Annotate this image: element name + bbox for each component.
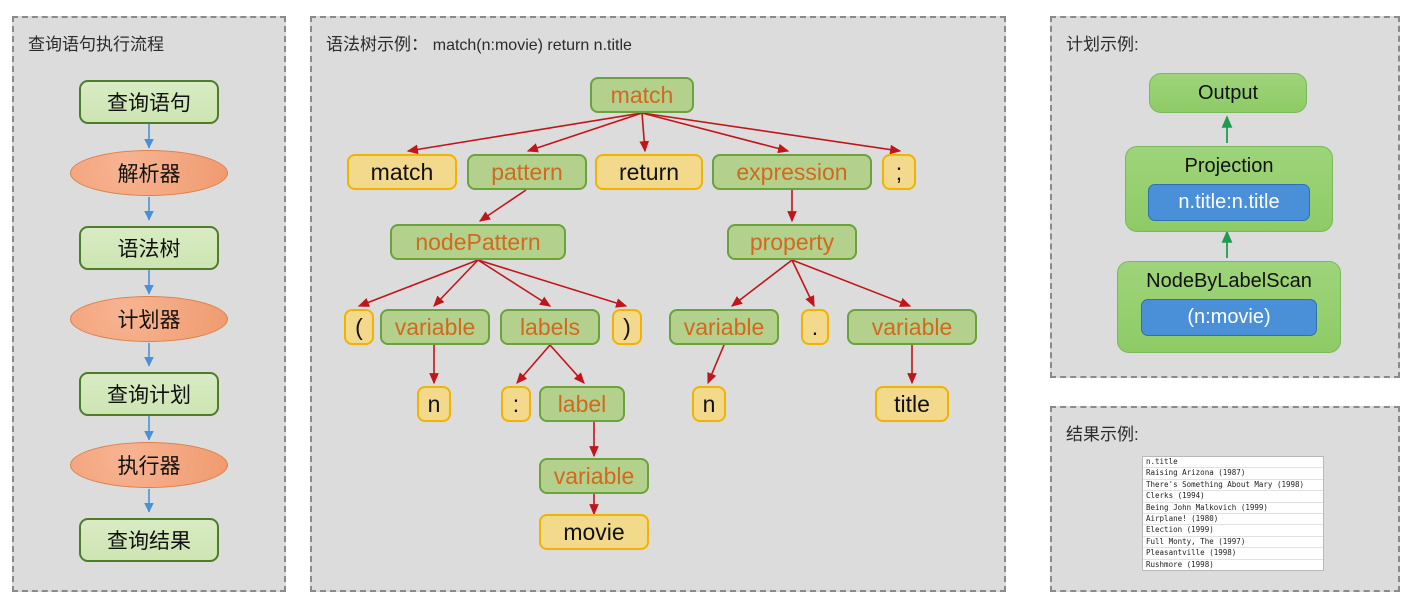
- tree-node-label: ;: [895, 158, 903, 185]
- tree-node-label: movie: [563, 518, 625, 545]
- result-row: Election (1999): [1143, 525, 1323, 537]
- flow-node-label: 查询语句: [107, 92, 191, 115]
- panel-plan-title: 计划示例:: [1066, 35, 1139, 54]
- tree-node-label: match: [610, 81, 674, 108]
- panel-tree-title-label: 语法树示例：: [326, 35, 428, 54]
- tree-node-expression[interactable]: expression: [712, 154, 872, 190]
- tree-node-label: nodePattern: [415, 228, 541, 255]
- flow-node-query-result[interactable]: 查询结果: [79, 518, 219, 562]
- tree-node-label: n: [702, 390, 716, 417]
- flow-node-label: 语法树: [117, 238, 181, 261]
- tree-node-property[interactable]: property: [727, 224, 857, 260]
- panel-flow-title: 查询语句执行流程: [28, 35, 164, 54]
- plan-node-title: NodeByLabelScan: [1146, 270, 1312, 292]
- flow-node-planner[interactable]: 计划器: [70, 296, 228, 342]
- plan-node-title: Projection: [1184, 155, 1274, 177]
- tree-node-label: labels: [519, 313, 581, 340]
- flow-node-query-plan[interactable]: 查询计划: [79, 372, 219, 416]
- result-row: There's Something About Mary (1998): [1143, 480, 1323, 492]
- tree-node-variable-1[interactable]: variable: [380, 309, 490, 345]
- panel-query-flow: 查询语句执行流程 查询语句 解析器 语法树 计划器 查询计划 执行器 查询结果: [12, 16, 286, 592]
- tree-node-variable-3[interactable]: variable: [847, 309, 977, 345]
- tree-node-label: variable: [553, 462, 635, 489]
- tree-node-label: n: [427, 390, 441, 417]
- tree-node-dot[interactable]: .: [801, 309, 829, 345]
- result-row: Pleasantville (1998): [1143, 548, 1323, 560]
- result-column-header: n.title: [1143, 457, 1323, 469]
- result-row: Rushmore (1998): [1146, 559, 1214, 569]
- tree-node-label: return: [618, 158, 680, 185]
- tree-node-label-nt[interactable]: label: [539, 386, 625, 422]
- tree-node-label: property: [749, 228, 835, 255]
- result-row: Raising Arizona (1987): [1143, 468, 1323, 480]
- flow-node-label: 计划器: [117, 309, 181, 332]
- tree-node-lparen[interactable]: (: [344, 309, 374, 345]
- tree-node-colon[interactable]: :: [501, 386, 531, 422]
- result-row: Being John Malkovich (1999): [1143, 503, 1323, 514]
- tree-node-rparen[interactable]: ): [612, 309, 642, 345]
- tree-node-label: title: [894, 390, 930, 417]
- result-row: Airplane! (1980): [1143, 514, 1323, 526]
- tree-node-label: variable: [871, 313, 953, 340]
- tree-node-movie[interactable]: movie: [539, 514, 649, 550]
- tree-node-pattern[interactable]: pattern: [467, 154, 587, 190]
- panel-tree-title: 语法树示例： match(n:movie) return n.title: [326, 30, 632, 55]
- panel-tree-title-query: match(n:movie) return n.title: [432, 37, 632, 54]
- tree-node-variable-2[interactable]: variable: [669, 309, 779, 345]
- tree-node-label: expression: [736, 158, 848, 185]
- tree-node-label: :: [512, 390, 520, 417]
- tree-node-semicolon[interactable]: ;: [882, 154, 916, 190]
- flow-node-label: 查询计划: [107, 384, 191, 407]
- tree-node-label: .: [811, 313, 819, 340]
- result-row: Full Monty, The (1997): [1143, 537, 1323, 549]
- flow-node-parser[interactable]: 解析器: [70, 150, 228, 196]
- tree-node-n-1[interactable]: n: [417, 386, 451, 422]
- tree-node-label: (: [355, 313, 363, 340]
- flow-node-executor[interactable]: 执行器: [70, 442, 228, 488]
- tree-node-root-match[interactable]: match: [590, 77, 694, 113]
- panel-syntax-tree: 语法树示例： match(n:movie) return n.title: [310, 16, 1006, 592]
- tree-node-label: label: [557, 390, 607, 417]
- plan-node-projection[interactable]: Projection n.title:n.title: [1125, 146, 1333, 232]
- plan-node-chip[interactable]: (n:movie): [1141, 299, 1317, 336]
- plan-node-title: Output: [1197, 82, 1259, 104]
- tree-node-label: ): [623, 313, 631, 340]
- flow-node-label: 解析器: [117, 163, 181, 186]
- panel-result-example: 结果示例: n.title Raising Arizona (1987) The…: [1050, 406, 1400, 592]
- flow-node-syntax-tree[interactable]: 语法树: [79, 226, 219, 270]
- tree-node-label: pattern: [491, 158, 563, 185]
- tree-node-node-pattern[interactable]: nodePattern: [390, 224, 566, 260]
- result-row: Clerks (1994): [1143, 491, 1323, 503]
- panel-result-title: 结果示例:: [1066, 425, 1139, 444]
- tree-node-label: match: [370, 158, 434, 185]
- tree-node-token-match[interactable]: match: [347, 154, 457, 190]
- tree-node-labels[interactable]: labels: [500, 309, 600, 345]
- tree-node-n-2[interactable]: n: [692, 386, 726, 422]
- tree-node-variable-4[interactable]: variable: [539, 458, 649, 494]
- flow-node-label: 查询结果: [107, 530, 191, 553]
- tree-node-return[interactable]: return: [595, 154, 703, 190]
- plan-node-node-by-label-scan[interactable]: NodeByLabelScan (n:movie): [1117, 261, 1341, 353]
- result-table[interactable]: n.title Raising Arizona (1987) There's S…: [1142, 456, 1324, 571]
- flow-node-label: 执行器: [117, 455, 181, 478]
- tree-node-label: variable: [394, 313, 476, 340]
- tree-node-title[interactable]: title: [875, 386, 949, 422]
- tree-node-label: variable: [683, 313, 765, 340]
- plan-node-chip[interactable]: n.title:n.title: [1147, 184, 1311, 221]
- flow-node-query-statement[interactable]: 查询语句: [79, 80, 219, 124]
- plan-node-output[interactable]: Output: [1149, 73, 1307, 113]
- panel-plan-example: 计划示例: Output Projection n.title:n.title …: [1050, 16, 1400, 378]
